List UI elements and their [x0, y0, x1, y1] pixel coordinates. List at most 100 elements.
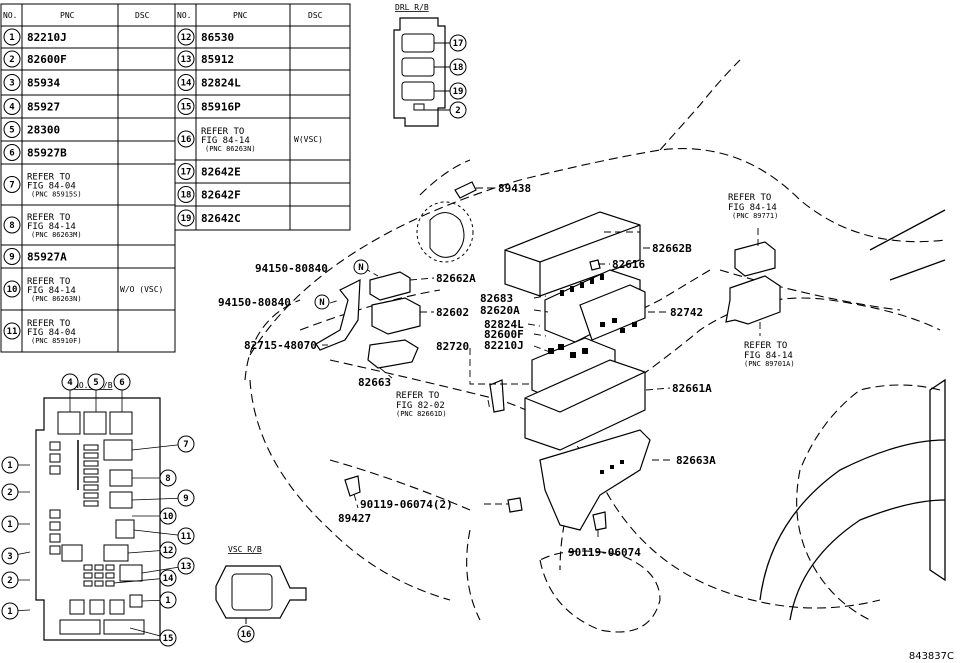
- table-no-14: [177, 74, 195, 91]
- table-no-18-label: 18: [181, 191, 192, 201]
- parts-table: [0, 3, 351, 353]
- table-pnc-17: 82642E: [201, 166, 241, 179]
- table-pnc-1: 82210J: [27, 31, 67, 44]
- drl-callout-2-3: [449, 101, 467, 119]
- jb-callout-3-16: [1, 547, 19, 565]
- jb-callout-1-18: [1, 602, 19, 620]
- jb-callout-15-12: [159, 629, 177, 647]
- drl-callout-18-1: [449, 58, 467, 76]
- jb-callout-11-7: [177, 527, 195, 545]
- label-82715: 82715-48070: [244, 339, 317, 352]
- n-marker-b-label: N: [319, 298, 324, 308]
- table-no-19: [177, 209, 195, 227]
- jb-callout-1-18-label: 1: [7, 607, 12, 617]
- table-no-4: [3, 98, 21, 115]
- table-ref-16-a: REFER TO: [201, 127, 244, 137]
- callout-16-vsc-label: 16: [241, 630, 252, 640]
- table-no-2: [3, 50, 21, 68]
- ref3-line1: REFER TO: [396, 391, 439, 401]
- label-82683: 82683: [480, 292, 513, 305]
- table-no-10: [3, 280, 21, 298]
- jb-callout-1-15: [1, 515, 19, 533]
- ref1-line2: FIG 84-14: [728, 203, 777, 213]
- table-no-15: [177, 98, 195, 115]
- table-no-7: [3, 176, 21, 193]
- jb-callout-12-8: [159, 541, 177, 559]
- jb-callout-5-1-label: 5: [93, 378, 98, 388]
- jb-callout-4-0: [61, 373, 79, 391]
- table-ref-8-a: REFER TO: [27, 213, 70, 223]
- label-82720: 82720: [436, 340, 469, 353]
- jb-callout-14-10-label: 14: [163, 574, 174, 584]
- label-82620a: 82620A: [480, 304, 520, 317]
- jb-callout-2-17-label: 2: [7, 576, 12, 586]
- jb-callout-8-4: [159, 469, 177, 487]
- jb-callout-8-4-label: 8: [165, 474, 170, 484]
- table-no-9-label: 9: [9, 253, 14, 263]
- jb-callout-2-14-label: 2: [7, 488, 12, 498]
- header-dsc-right: DSC: [308, 11, 323, 20]
- label-82663: 82663: [358, 376, 391, 389]
- table-pnc-4: 85927: [27, 101, 60, 114]
- vsc-relay-block: VSC R/B 16: [215, 545, 307, 643]
- header-pnc-right: PNC: [233, 11, 248, 20]
- table-ref-16-sub: (PNC 86263N): [205, 145, 256, 153]
- n-marker-b: [314, 294, 330, 310]
- figure-id: 843837C: [909, 651, 954, 662]
- jb-callout-12-8-label: 12: [163, 546, 174, 556]
- ref1-sub: (PNC 89771): [732, 212, 778, 220]
- table-no-8: [3, 216, 21, 234]
- label-94150-a: 94150-80840: [255, 262, 328, 275]
- table-no-10-label: 10: [7, 285, 18, 295]
- table-no-13: [177, 50, 195, 68]
- ref3-line2: FIG 82-02: [396, 401, 445, 411]
- label-82662a: 82662A: [436, 272, 476, 285]
- label-82663a: 82663A: [676, 454, 716, 467]
- table-ref-11-a: REFER TO: [27, 319, 70, 329]
- header-pnc-left: PNC: [60, 11, 75, 20]
- label-94150-b: 94150-80840: [218, 296, 291, 309]
- table-no-16: [177, 130, 195, 148]
- table-dsc-16: W(VSC): [294, 135, 323, 144]
- ref2-line2: FIG 84-14: [744, 351, 793, 361]
- table-headers: NO. PNC DSC NO. PNC DSC: [3, 11, 323, 20]
- cutaway-detail: [416, 201, 474, 263]
- table-ref-8-b: FIG 84-14: [27, 222, 76, 232]
- header-no-right: NO.: [177, 11, 191, 20]
- jb-callout-10-6: [159, 507, 177, 525]
- label-82602: 82602: [436, 306, 469, 319]
- table-no-19-label: 19: [181, 214, 192, 224]
- jb-callout-2-14: [1, 483, 19, 501]
- drl-callout-19-2-label: 19: [453, 87, 464, 97]
- table-pnc-13: 85912: [201, 53, 234, 66]
- table-no-14-label: 14: [181, 79, 192, 89]
- jb-callout-1-15-label: 1: [7, 520, 12, 530]
- table-ref-10-sub: (PNC 86263N): [31, 295, 82, 303]
- jb-leader-5: [131, 497, 187, 501]
- table-no-3-label: 3: [9, 79, 14, 89]
- main-box-parts: [315, 181, 781, 531]
- table-pnc-15: 85916P: [201, 101, 241, 114]
- label-89438: 89438: [498, 182, 531, 195]
- jb-callout-6-2-label: 6: [119, 378, 124, 388]
- table-no-12: [177, 28, 195, 46]
- drl-callout-2-3-label: 2: [455, 106, 460, 116]
- jb-callout-2-17: [1, 571, 19, 589]
- drl-callout-17-0-label: 17: [453, 39, 464, 49]
- ref1-line1: REFER TO: [728, 193, 771, 203]
- table-no-6: [3, 144, 21, 161]
- table-no-3: [3, 74, 21, 91]
- jb-callout-13-9-label: 13: [181, 562, 192, 572]
- table-pnc-14: 82824L: [201, 77, 241, 90]
- jb-callout-10-6-label: 10: [163, 512, 174, 522]
- table-no-11: [3, 322, 21, 340]
- table-pnc-5: 28300: [27, 124, 60, 137]
- jb-callout-6-2: [113, 373, 131, 391]
- drl-callout-19-2: [449, 82, 467, 100]
- n-marker-a-label: N: [358, 263, 363, 273]
- label-90119-a: 90119-06074(2): [360, 498, 453, 511]
- table-pnc-9: 85927A: [27, 251, 67, 264]
